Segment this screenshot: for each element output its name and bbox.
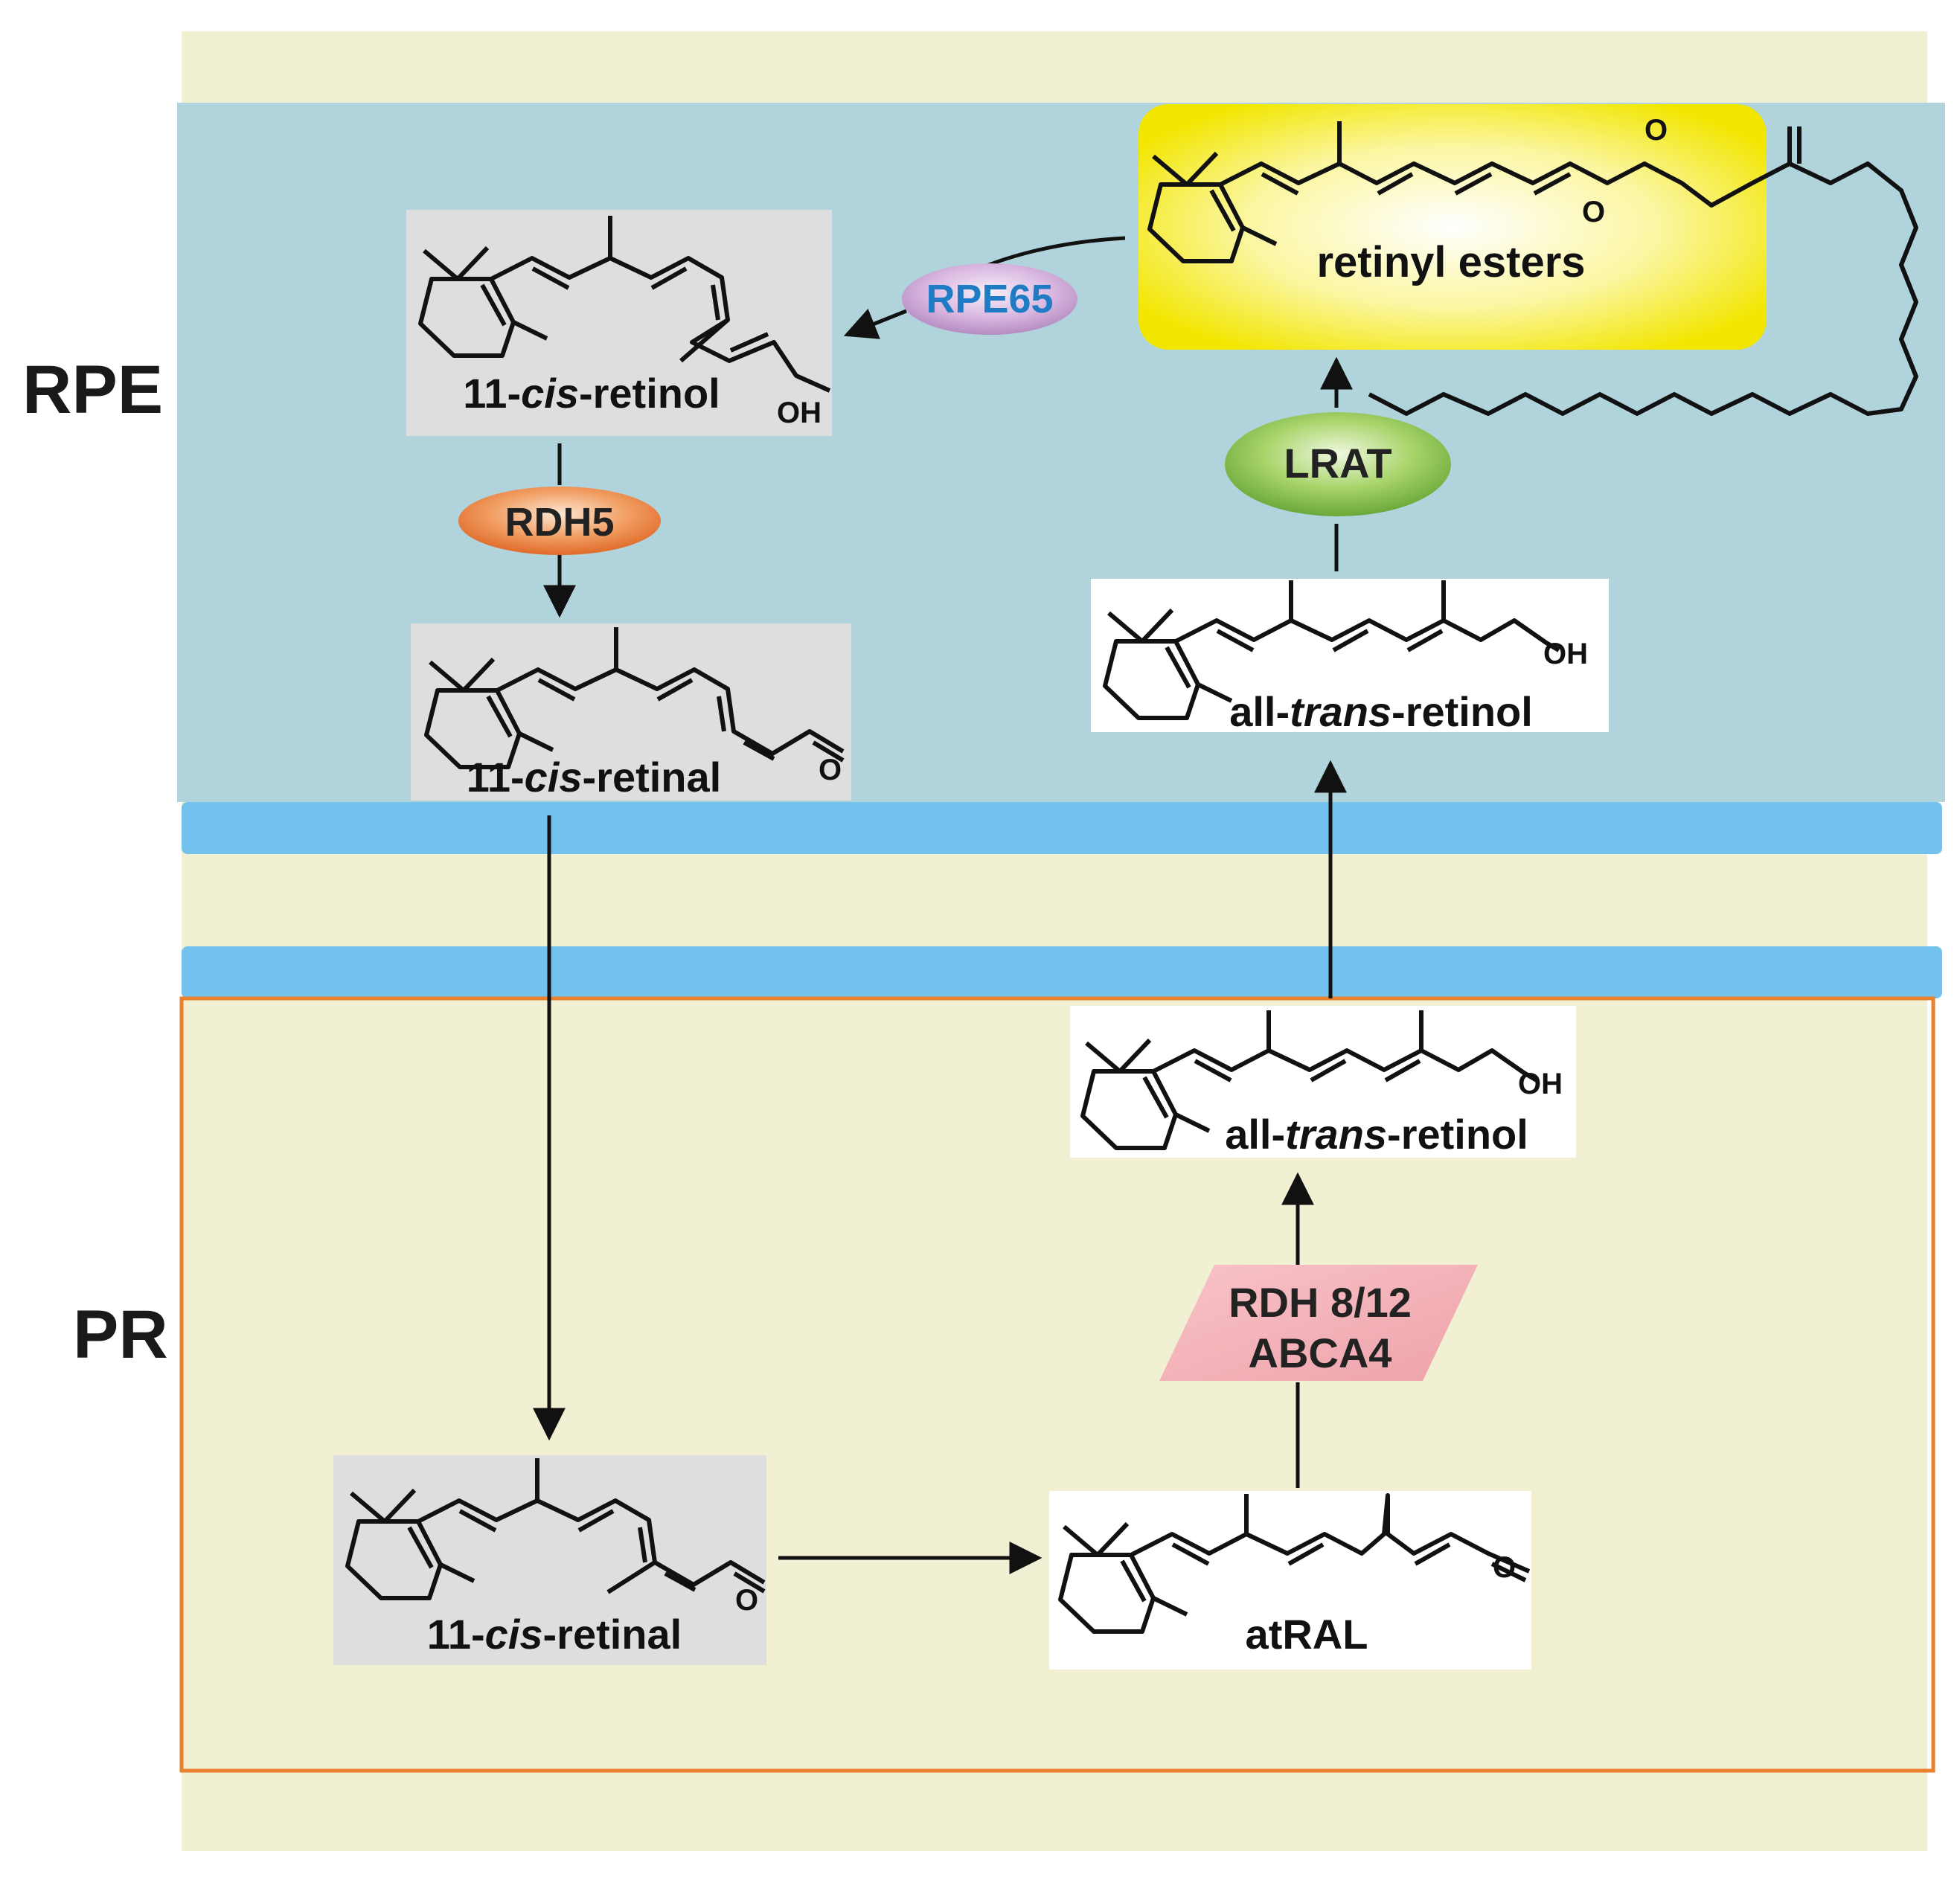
trans-retinol-pr-oh: OH: [1518, 1068, 1563, 1100]
trans-retinol-rpe-oh: OH: [1543, 638, 1588, 670]
trans-retinol-rpe-structure: [1105, 580, 1560, 718]
pr-label: PR: [73, 1297, 168, 1373]
rpe65-enzyme: RPE65: [902, 263, 1077, 335]
trans-retinol-pr-box: [1070, 1006, 1576, 1158]
retinyl-esters-structure: [1150, 121, 1918, 416]
trans-retinol-rpe-box: [1091, 579, 1609, 732]
trans-retinol-pr-label: all-trans-retinol: [1225, 1111, 1528, 1158]
cis-retinol-box: [406, 210, 832, 436]
pr-membrane: [182, 946, 1942, 998]
rdh-abca4-enzyme: RDH 8/12 ABCA4: [1159, 1265, 1478, 1381]
cis-retinal-pr-o: O: [735, 1584, 758, 1617]
rdh5-label: RDH5: [505, 500, 614, 545]
cis-retinol-oh: OH: [777, 397, 822, 429]
rpe-membrane: [182, 802, 1942, 854]
retinyl-esters-label: retinyl esters: [1316, 238, 1585, 286]
cis-retinal-rpe-o: O: [819, 754, 842, 786]
cis-retinol-structure: [420, 216, 831, 393]
rpe65-label: RPE65: [926, 277, 1053, 321]
rdh-label: RDH 8/12: [1229, 1279, 1412, 1326]
cis-retinal-rpe-structure: [426, 627, 845, 767]
trans-retinol-pr-structure: [1083, 1010, 1538, 1148]
rpe-label: RPE: [22, 352, 163, 428]
atral-label: atRAL: [1246, 1611, 1368, 1658]
cis-retinol-label: 11-cis-retinol: [463, 370, 720, 417]
ester-oxygen: O: [1582, 196, 1605, 228]
retinyl-esters-box: [1138, 104, 1767, 350]
rpe65-arrow: [843, 308, 907, 339]
cis-retinal-pr-structure: [348, 1458, 766, 1598]
cis-retinal-rpe-box: [411, 623, 851, 801]
cis-retinal-rpe-label: 11-cis-retinal: [467, 754, 721, 801]
pr-outer-segment: [179, 996, 1935, 1773]
lrat-enzyme: LRAT: [1225, 412, 1451, 516]
rdh5-enzyme: RDH5: [458, 487, 661, 555]
abca4-label: ABCA4: [1249, 1329, 1392, 1376]
trans-retinol-rpe-label: all-trans-retinol: [1229, 688, 1533, 735]
lrat-label: LRAT: [1284, 440, 1391, 487]
cis-retinal-pr-box: [333, 1455, 766, 1665]
atral-o: O: [1493, 1551, 1516, 1584]
atral-box: [1049, 1491, 1531, 1670]
ester-carbonyl-o: O: [1644, 114, 1668, 147]
atral-structure: [1060, 1493, 1531, 1632]
cis-retinal-pr-label: 11-cis-retinal: [427, 1611, 682, 1658]
